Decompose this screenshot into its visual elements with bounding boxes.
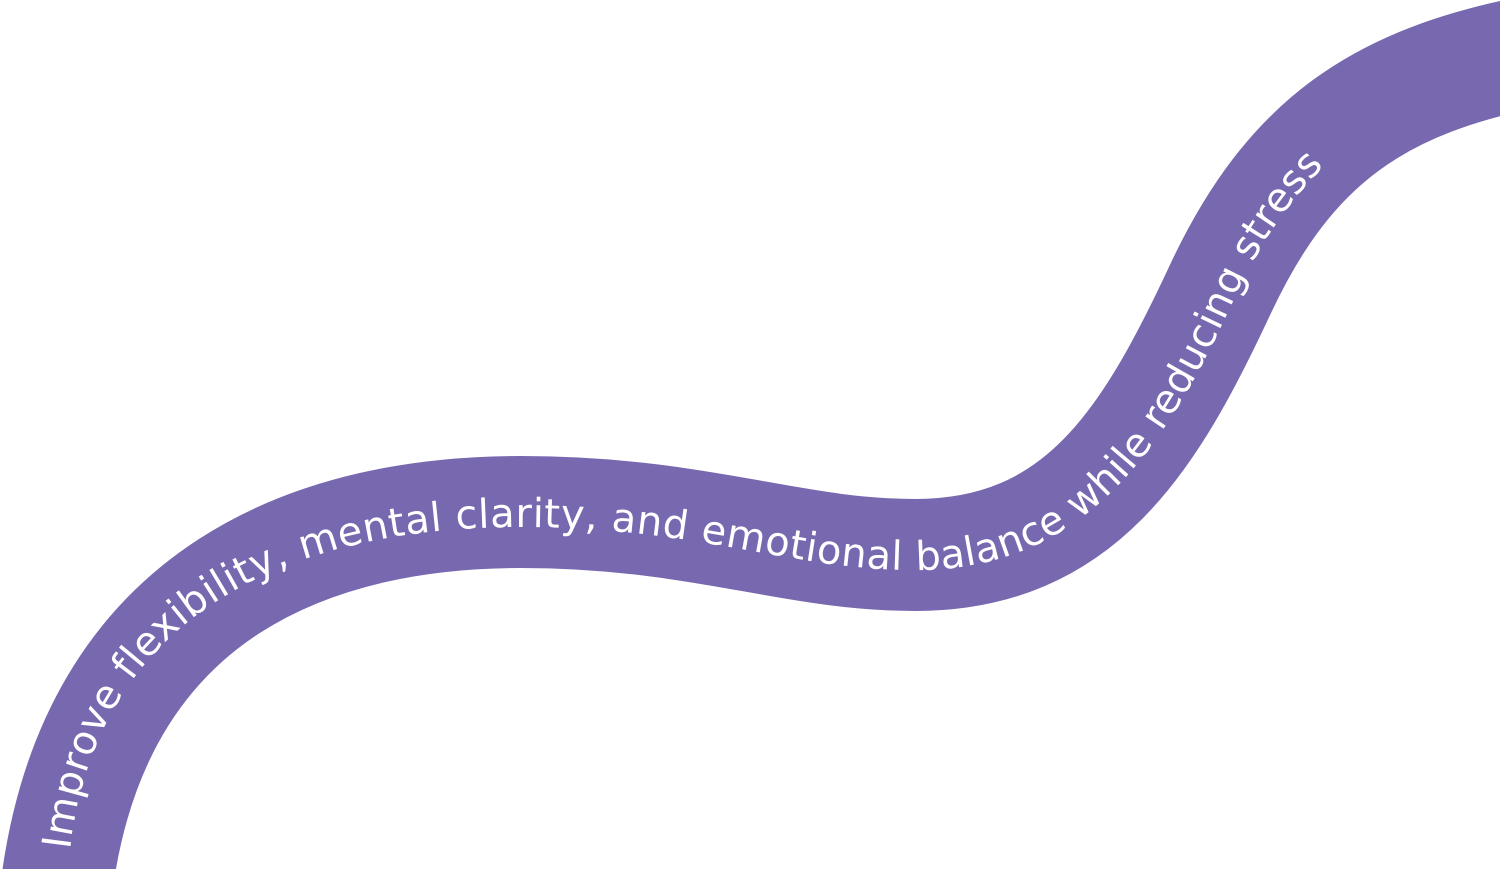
wavy-banner: Improve flexibility, mental clarity, and… <box>0 0 1500 869</box>
